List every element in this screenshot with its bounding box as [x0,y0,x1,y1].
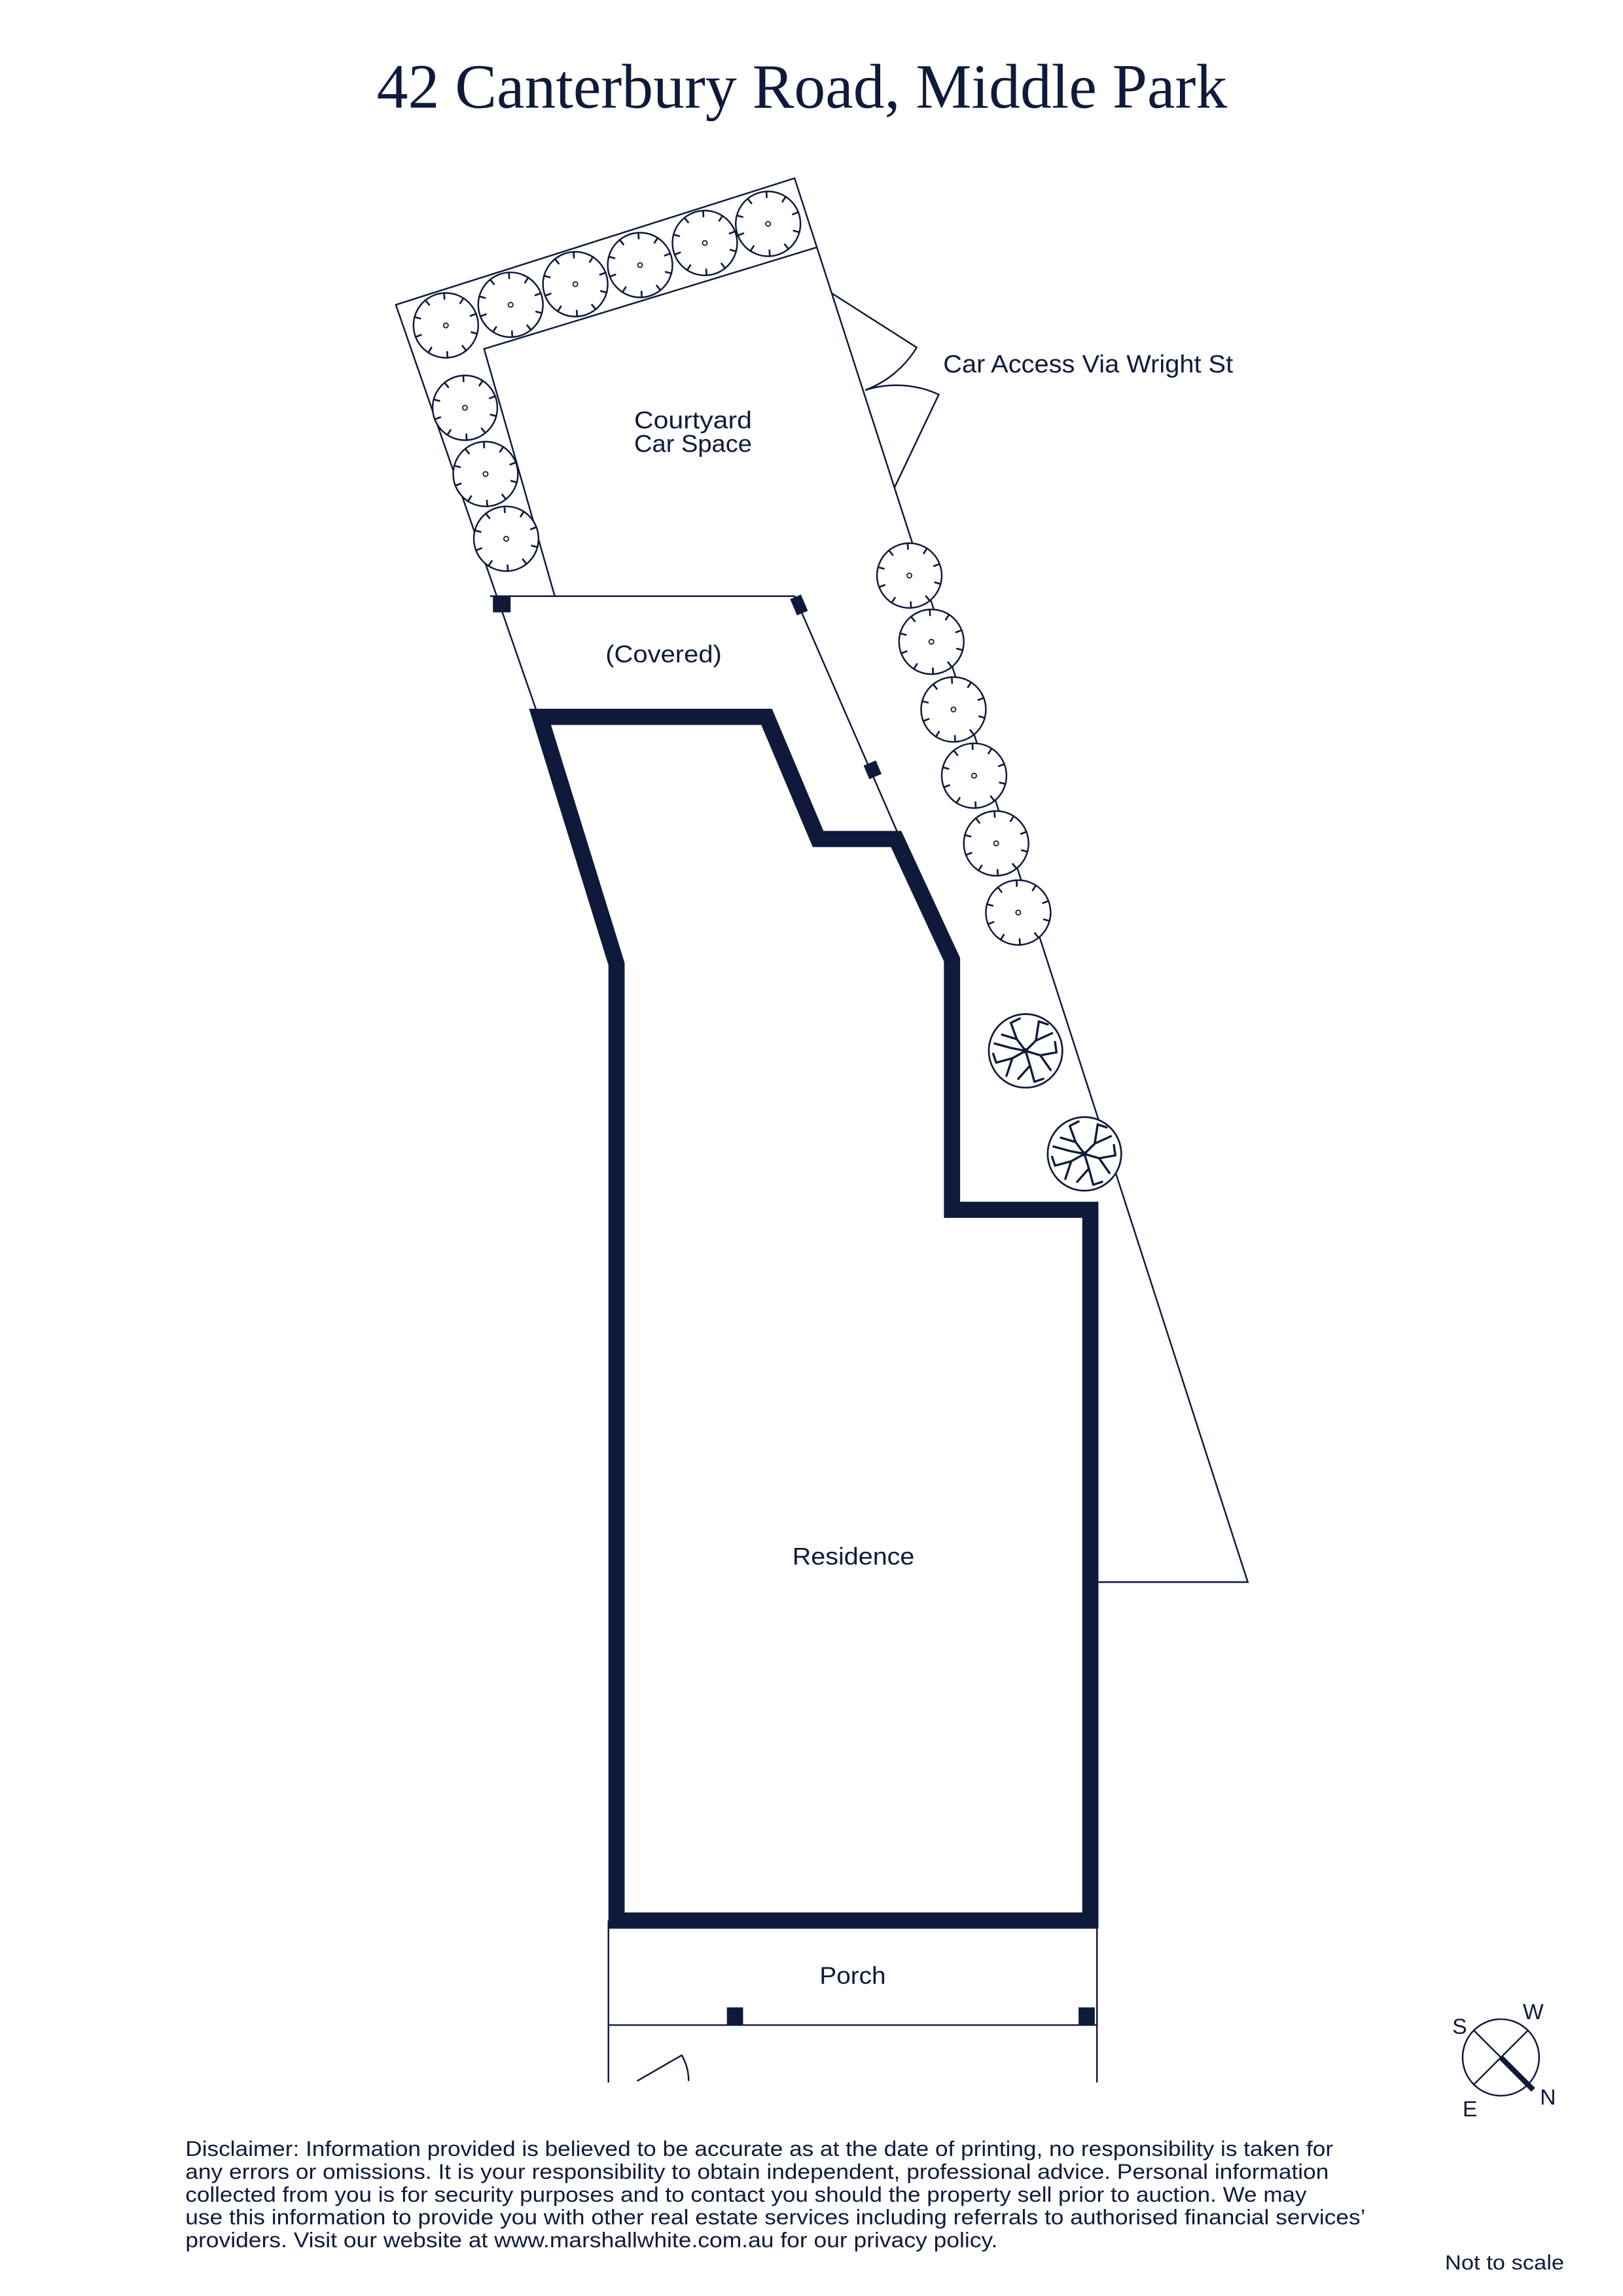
compass-ring [1461,2018,1541,2097]
disclaimer-line: collected from you is for security purpo… [185,2182,1307,2206]
post-marker [726,2007,743,2026]
disclaimer: Disclaimer: Information provided is beli… [185,2136,1365,2251]
shrub-icon [452,440,519,508]
residence-walls [529,708,1099,1929]
front-gate [636,2054,690,2082]
shrub-icon [963,810,1029,877]
disclaimer-line: providers. Visit our website at www.mars… [185,2228,997,2252]
shrub-icon [898,608,965,675]
scale-note: Not to scale [1445,2251,1564,2274]
shrub-icon [412,292,480,359]
compass-letter-east: E [1463,2096,1478,2121]
compass-icon: S W E N [1452,2000,1556,2121]
gate-leaf-lower [865,384,940,488]
page-title: 42 Canterbury Road, Middle Park [377,51,1228,121]
post-marker [1079,2007,1095,2026]
disclaimer-line: Disclaimer: Information provided is beli… [185,2136,1333,2161]
shrub-icon [473,505,540,572]
compass-letter-west: W [1523,2000,1544,2024]
post-marker [863,760,882,780]
disclaimer-line: use this information to provide you with… [185,2205,1365,2229]
shrub-icon [671,209,738,277]
courtyard-label: Car Space [634,430,752,457]
covered-area-outline [490,595,900,836]
garden-bed-edge [483,246,817,597]
car-access-gate [830,292,940,488]
shrub-icon [920,676,987,743]
shrub-icon [477,271,544,338]
courtyard-label: Courtyard [634,406,752,434]
gate-leaf-upper [830,292,918,391]
deciduous-tree-icon [988,1013,1064,1089]
porch-outline [607,1920,1098,2083]
shrub-icon [985,879,1052,946]
post-marker [493,596,511,613]
shrub-icon [940,742,1008,809]
shrub-icon [431,374,499,441]
residence-label: Residence [793,1542,915,1570]
post-marker [790,594,808,616]
compass-letter-north: N [1540,2085,1556,2109]
shrub-icon [734,190,802,257]
shrub-icon [542,251,609,317]
car-access-label: Car Access Via Wright St [943,350,1233,378]
compass-letter-south: S [1452,2015,1467,2039]
disclaimer-line: any errors or omissions. It is your resp… [185,2159,1329,2183]
deciduous-tree-icon [1046,1116,1122,1192]
shrub-icon [607,232,673,298]
compass-needle [1499,2055,1535,2092]
shrub-icon [876,542,943,609]
covered-label: (Covered) [605,640,722,668]
compass-axis-west-east [1473,2030,1529,2085]
lot-boundary [395,177,1249,1583]
porch-label: Porch [819,1962,885,1989]
